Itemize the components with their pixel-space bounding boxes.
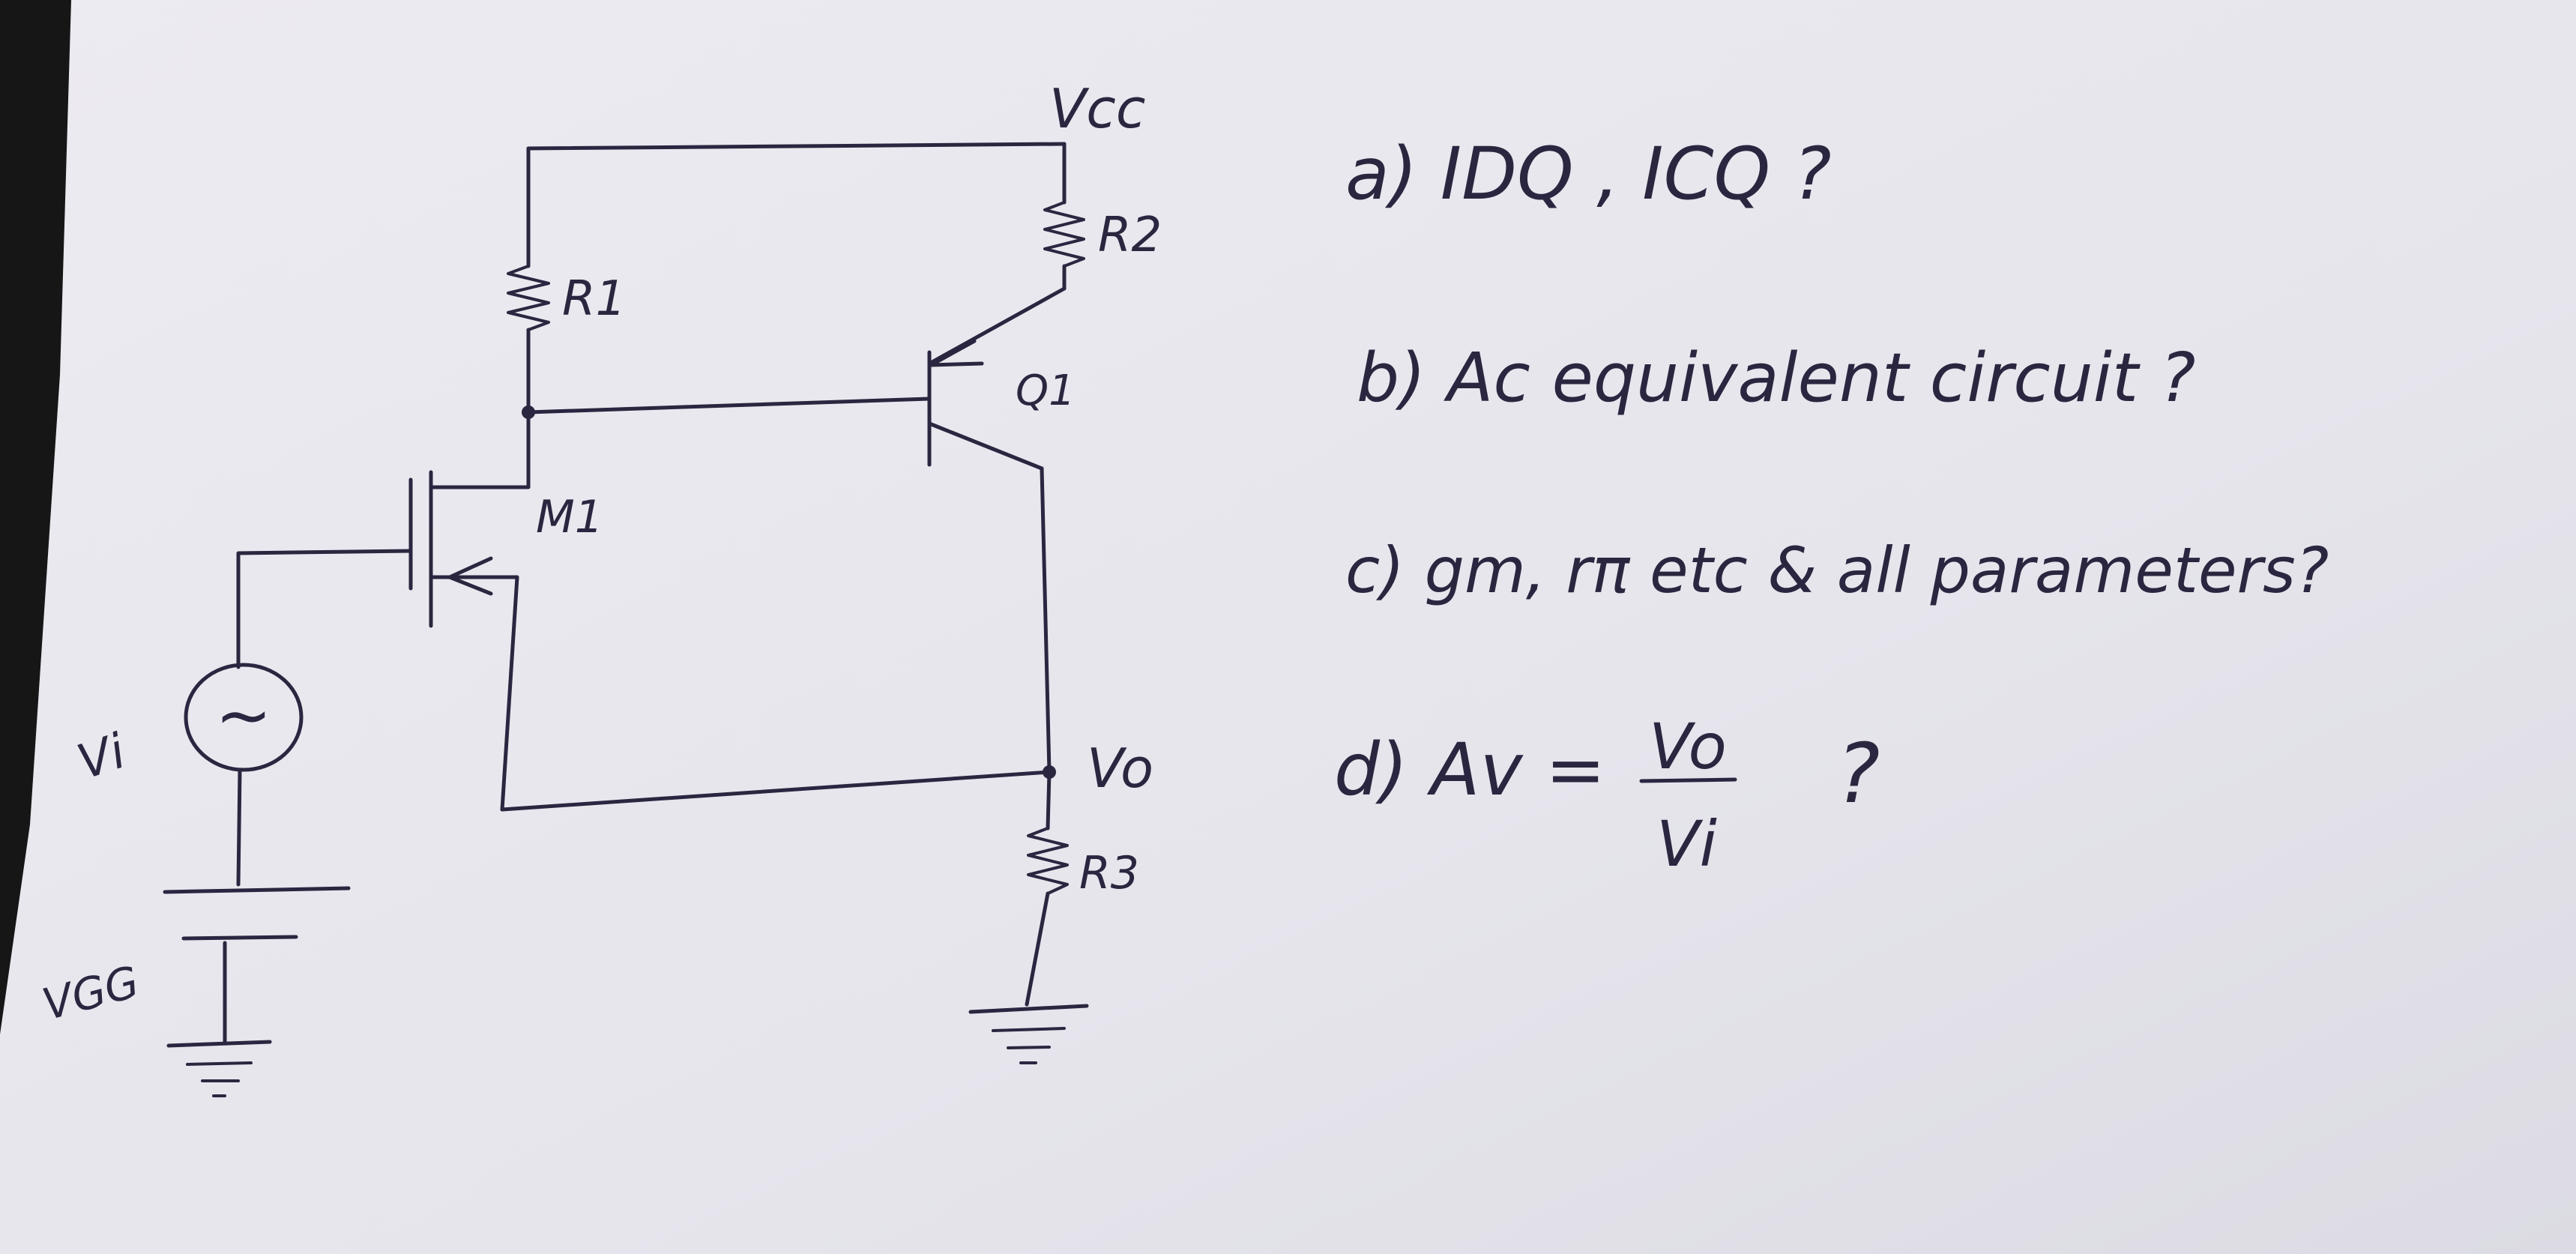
r1-resistor — [507, 265, 550, 331]
vi-source — [184, 663, 304, 772]
label-vcc: Vcc — [1049, 77, 1145, 140]
q1-emitter — [927, 286, 1067, 366]
q1-emitter-arrow — [929, 339, 984, 367]
fraction-bar — [1639, 777, 1737, 783]
ac-source-symbol: ~ — [215, 676, 271, 755]
question-d-numerator: Vo — [1649, 710, 1727, 783]
vcc-rail — [526, 142, 1067, 151]
question-b: b) Ac equivalent circuit ? — [1357, 339, 2195, 418]
vi-to-battery-wire — [236, 768, 242, 887]
question-d-prefix: d) Av = — [1334, 728, 1605, 812]
collector-wire — [1040, 466, 1052, 774]
r2-resistor — [1043, 201, 1085, 268]
battery-short-plate — [181, 935, 298, 941]
question-a: a) IDQ , ICQ ? — [1345, 132, 1832, 216]
question-d: d) Av = Vo Vi ? — [1334, 710, 1880, 881]
label-m1: M1 — [536, 491, 603, 543]
base-wire — [526, 397, 932, 415]
battery-long-plate — [163, 886, 351, 894]
question-c: c) gm, rπ etc & all parameters? — [1345, 534, 2329, 607]
label-r3: R3 — [1079, 847, 1139, 899]
m1-arrow — [447, 556, 493, 596]
r3-bottom-wire — [1025, 891, 1050, 1007]
label-vo: Vo — [1087, 737, 1153, 800]
q1-collector — [927, 421, 1044, 471]
question-list: a) IDQ , ICQ ? b) Ac equivalent circuit … — [1334, 132, 2329, 881]
question-d-denominator: Vi — [1656, 807, 1717, 881]
label-r1: R1 — [562, 271, 626, 327]
r3-top-wire — [1046, 770, 1052, 831]
source-to-vo-wire — [500, 770, 1052, 812]
label-q1: Q1 — [1016, 367, 1076, 415]
r3-resistor — [1027, 827, 1069, 895]
ground-symbol-left — [166, 1040, 272, 1097]
m1-drain-lead — [429, 410, 531, 489]
question-d-suffix: ? — [1836, 726, 1880, 822]
m1-source-lead — [429, 575, 519, 812]
label-r2: R2 — [1098, 208, 1162, 263]
ground-symbol-right — [968, 1004, 1089, 1064]
gate-wire — [236, 549, 413, 669]
